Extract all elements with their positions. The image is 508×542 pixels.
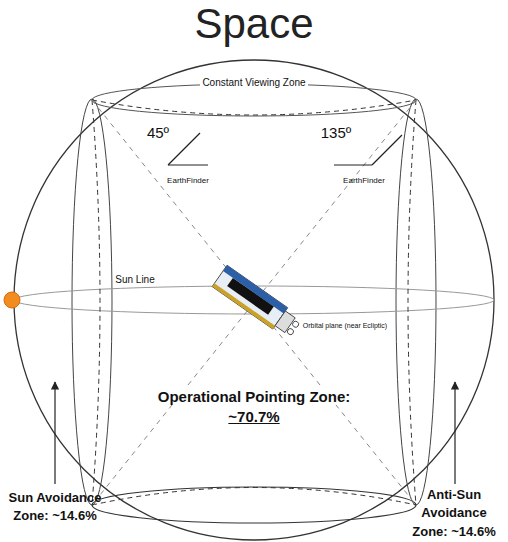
zone-percent: ~70.7% (226, 408, 281, 425)
telescope-illustration (212, 265, 303, 340)
zone-percent-box: ~70.7% (214, 408, 294, 426)
zone-label: Operational Pointing Zone: (156, 388, 353, 405)
plane-label: Orbital plane (near Ecliptic) (301, 322, 389, 329)
top-ellipse (92, 84, 416, 116)
leader-arrow (54, 382, 55, 484)
zone-label-box: Anti-Sun Avoidance Zone: ~14.6% (404, 485, 504, 540)
sun-symbol (4, 292, 20, 308)
instrument-label-box: EarthFinder (329, 169, 399, 187)
title: Space (0, 0, 508, 48)
instrument-label: EarthFinder (343, 176, 385, 185)
angle-label: 45º (147, 124, 169, 141)
diagonal-lines (92, 100, 416, 505)
plane-label-box: Orbital plane (near Ecliptic) (275, 314, 415, 332)
instrument-label-box: EarthFinder (153, 169, 223, 187)
zone-label: Constant Viewing Zone (200, 77, 307, 88)
line-label-box: Sun Line (100, 269, 170, 287)
sphere-outline (14, 60, 494, 540)
bottom-ellipse (92, 487, 416, 523)
angle-label-box: 45º (133, 124, 183, 142)
sun-zone-ellipse (72, 99, 112, 505)
line-label: Sun Line (113, 274, 156, 285)
instrument-label: EarthFinder (167, 176, 209, 185)
leader-arrow (454, 382, 455, 484)
zone-label-box: Operational Pointing Zone: (134, 388, 374, 406)
zone-label-box: Sun Avoidance Zone: ~14.6% (5, 488, 105, 525)
angle-45-symbol (168, 133, 208, 165)
pointing-frame (92, 100, 416, 505)
anti-sun-zone-ellipse (396, 99, 436, 505)
zone-label: Sun Avoidance Zone: ~14.6% (9, 490, 102, 523)
angle-label: 135º (321, 124, 352, 141)
angle-label-box: 135º (311, 124, 361, 142)
zone-label: Anti-Sun Avoidance Zone: ~14.6% (412, 487, 495, 539)
zone-label-box: Constant Viewing Zone (174, 72, 334, 90)
